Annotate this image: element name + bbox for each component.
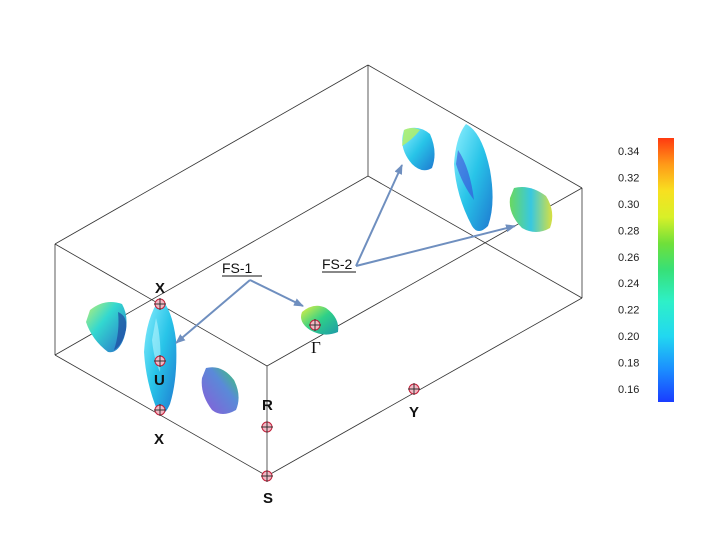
fs-pocket-right-lower	[201, 367, 239, 414]
fs-pocket-left-shadow	[114, 312, 127, 350]
colorbar-tick-label: 0.34	[618, 146, 639, 158]
marker-r	[261, 421, 273, 433]
colorbar-tick-label: 0.32	[618, 173, 639, 185]
symmetry-markers	[154, 298, 420, 482]
fs2-arrow-to-top-left	[355, 164, 403, 267]
brillouin-zone-box	[54, 64, 583, 477]
box-edge	[266, 297, 583, 477]
marker-u	[154, 355, 166, 367]
fs-pocket-top-center-elongated	[454, 124, 493, 231]
colorbar-tick-label: 0.24	[618, 278, 639, 290]
fs1-arrow-to-gamma	[249, 279, 304, 307]
colorbar-gradient	[658, 138, 674, 402]
marker-y	[408, 383, 420, 395]
point-labels: X U X R S Y Γ	[154, 280, 419, 507]
label-x-bottom: X	[154, 431, 164, 448]
box-edge	[54, 354, 268, 477]
box-edge	[367, 64, 583, 189]
colorbar-tick-label: 0.28	[618, 225, 639, 237]
label-s: S	[263, 490, 273, 507]
colorbar-tick-label: 0.30	[618, 199, 639, 211]
colorbar-tick-label: 0.22	[618, 305, 639, 317]
marker-x-bottom	[154, 404, 166, 416]
label-fs2: FS-2	[322, 256, 353, 272]
marker-s	[261, 470, 273, 482]
label-gamma: Γ	[311, 338, 321, 357]
label-x-top: X	[155, 280, 165, 297]
colorbar-tick-label: 0.16	[618, 384, 639, 396]
marker-x-top	[154, 298, 166, 310]
marker-gamma	[309, 319, 321, 331]
box-edge	[54, 64, 369, 245]
colorbar-tick-label: 0.20	[618, 331, 639, 343]
fs-pocket-top-center-shadow	[456, 150, 474, 200]
label-r: R	[262, 397, 273, 414]
label-u: U	[154, 372, 165, 389]
fs-arrows	[175, 164, 516, 344]
fs-pocket-top-right	[509, 187, 553, 232]
fs-pocket-gamma	[301, 305, 339, 335]
fs-pocket-left	[86, 302, 127, 353]
fs-pocket-top-left-tint	[402, 128, 420, 146]
fs1-arrow-to-u	[175, 279, 251, 344]
label-fs1: FS-1	[222, 260, 253, 276]
colorbar-tick-label: 0.18	[618, 357, 639, 369]
fs-labels: FS-1 FS-2	[222, 256, 356, 277]
colorbar-tick-label: 0.26	[618, 252, 639, 264]
label-y: Y	[409, 404, 419, 421]
fermi-surface-pockets	[86, 124, 553, 414]
fs2-arrow-to-top-right	[355, 224, 516, 267]
colorbar-ticks: 0.34 0.32 0.30 0.28 0.26 0.24 0.22 0.20 0.18 0.16	[618, 146, 639, 396]
colorbar: 0.34 0.32 0.30 0.28 0.26 0.24 0.22 0.20 0.18 0.16	[618, 138, 674, 402]
